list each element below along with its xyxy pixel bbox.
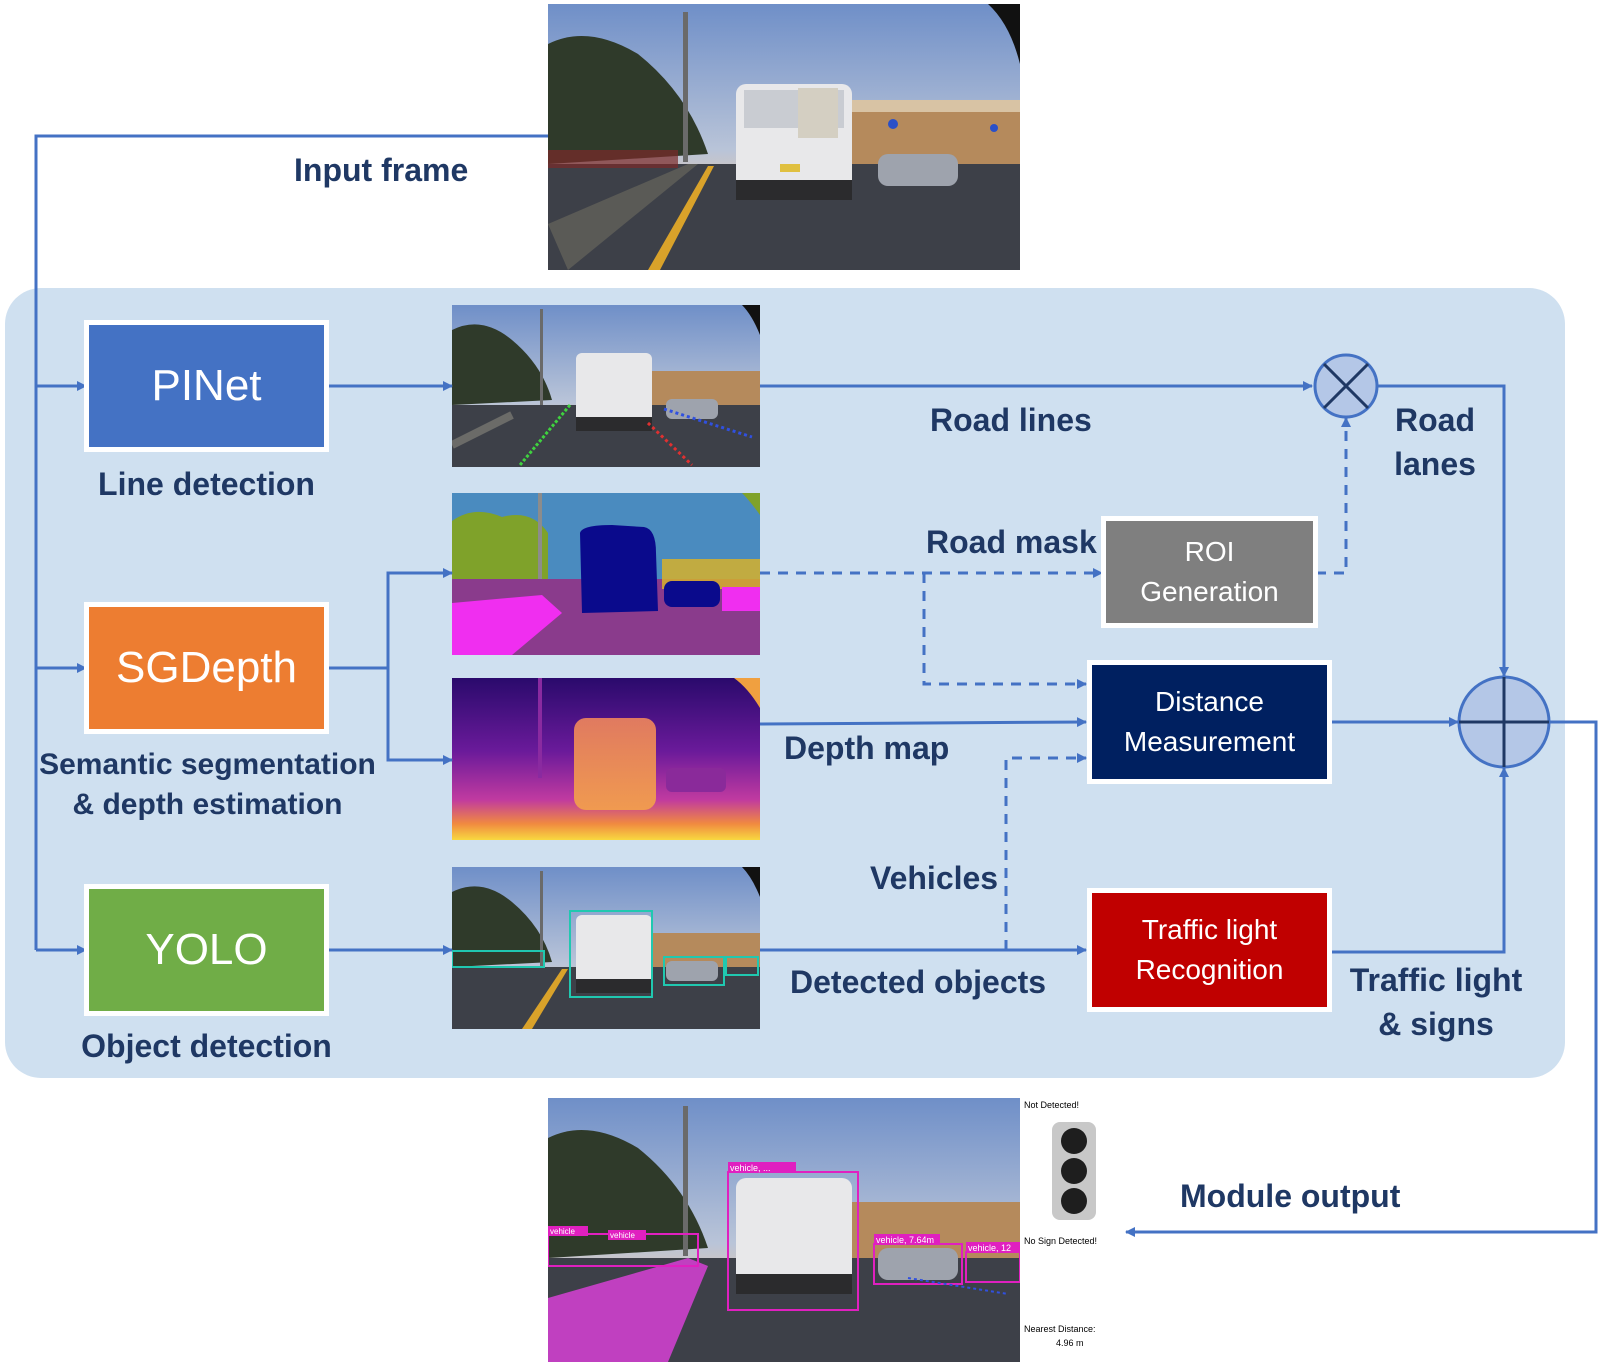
distance-label-line2: Measurement (1123, 726, 1296, 757)
pinet-block: PINet (84, 320, 329, 452)
input-frame-label: Input frame (294, 152, 469, 188)
multiply-node (1313, 353, 1379, 419)
line-detection-label: Line detection (98, 466, 315, 502)
traffic-recognition-line2: Recognition (1135, 954, 1284, 985)
sgdepth-block: SGDepth (84, 602, 329, 734)
detection-label-right: vehicle, 7.64m (876, 1235, 934, 1245)
detection-label-left: vehicle (550, 1227, 575, 1236)
pinet-label: PINet (151, 361, 262, 410)
van (736, 84, 852, 200)
distance-measurement-block: Distance Measurement (1087, 660, 1332, 784)
traffic-recognition-line1: Traffic light (1141, 914, 1278, 945)
object-detection-label: Object detection (81, 1028, 332, 1064)
module-output-image: vehicle, ... vehicle, 7.64m vehicle, 12 … (548, 1098, 1020, 1362)
detection-label-far: vehicle, 12 (968, 1243, 1011, 1253)
detected-objects-label: Detected objects (790, 964, 1047, 1000)
depth-map-image (452, 678, 760, 840)
road-mask-label: Road mask (926, 524, 1097, 560)
input-frame-image (548, 4, 1020, 270)
line-detection-image (452, 305, 760, 467)
seg-depth-label-line1: Semantic segmentation (39, 748, 376, 781)
nearest-distance-value: 4.96 m (1056, 1338, 1084, 1348)
output-info-panel: Not Detected! No Sign Detected! Nearest … (1022, 1098, 1122, 1362)
distance-label-line1: Distance (1155, 686, 1264, 717)
road-lanes-label-line2: lanes (1394, 446, 1476, 482)
semantic-segmentation-image (452, 493, 760, 655)
sum-node (1457, 675, 1551, 769)
seg-depth-label-line2: & depth estimation (72, 788, 343, 821)
traffic-signs-label-line1: Traffic light (1349, 962, 1523, 998)
roi-generation-block: ROI Generation (1101, 516, 1318, 628)
sgdepth-label: SGDepth (116, 643, 297, 692)
traffic-signs-label-line2: & signs (1378, 1006, 1494, 1042)
traffic-light-icon (1052, 1122, 1096, 1220)
roi-label-line2: Generation (1140, 576, 1279, 607)
detection-label-mid: vehicle (610, 1231, 635, 1240)
detection-label-top: vehicle, ... (730, 1163, 771, 1173)
yolo-block: YOLO (84, 884, 329, 1016)
roi-label-line1: ROI (1184, 536, 1235, 567)
sign-status: No Sign Detected! (1024, 1236, 1098, 1246)
object-detection-image (452, 867, 760, 1029)
depth-map-label: Depth map (784, 730, 950, 766)
traffic-light-recognition-block: Traffic light Recognition (1087, 888, 1332, 1012)
road-lanes-label-line1: Road (1395, 402, 1475, 438)
module-output-label: Module output (1180, 1178, 1401, 1214)
vehicles-label: Vehicles (870, 860, 999, 896)
yolo-label: YOLO (145, 925, 268, 974)
nearest-distance-label: Nearest Distance: (1024, 1324, 1096, 1334)
traffic-light-status: Not Detected! (1024, 1100, 1080, 1110)
road-lines-label: Road lines (930, 402, 1092, 438)
